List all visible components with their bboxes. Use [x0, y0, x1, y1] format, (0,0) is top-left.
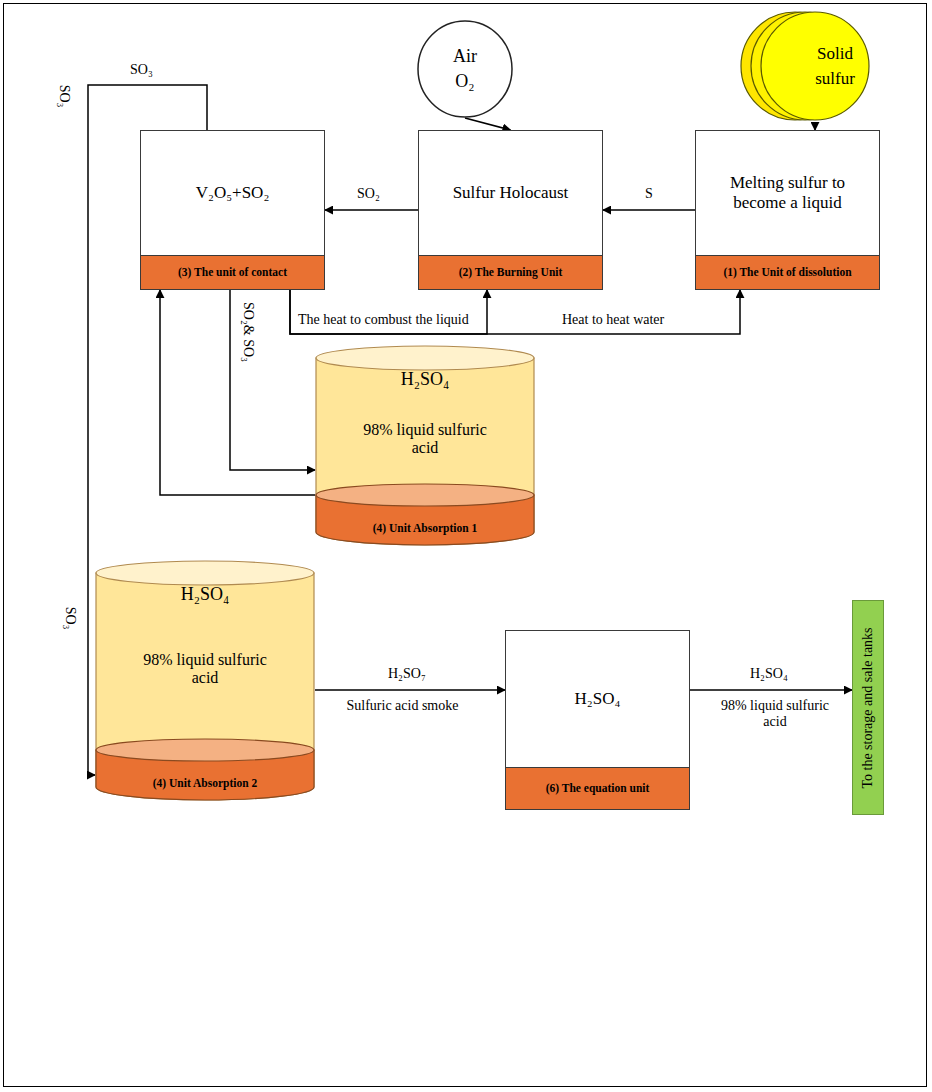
flow-arrow — [690, 689, 852, 691]
absorption-tank: H₂SO₄ 98% liquid sulfuric acid (4) Unit Ab… — [315, 345, 535, 545]
box-title: H₂SO₄ — [575, 689, 621, 709]
unit-name: (2) The Burning Unit — [459, 266, 563, 279]
edge-label: Heat to heat water — [560, 312, 666, 328]
box-title: Sulfur Holocaust — [453, 183, 569, 203]
tank-title-holder: H₂SO₄ — [95, 584, 315, 605]
unit-name: (4) Unit Absorption 2 — [153, 777, 257, 790]
circle-outline — [417, 20, 513, 118]
node-label: Air O₂ — [444, 44, 486, 94]
box-band: (2) The Burning Unit — [419, 255, 602, 289]
edge-label: H₂SO₄ — [748, 666, 790, 682]
tank-band-holder: (4) Unit Absorption 2 — [95, 777, 315, 790]
tank-body-holder: 98% liquid sulfuric acid — [315, 421, 535, 458]
tank-content: 98% liquid sulfuric acid — [350, 421, 500, 458]
node-label: Solid sulfur — [804, 41, 866, 92]
tank-content: 98% liquid sulfuric acid — [130, 651, 280, 688]
flow-arrow — [315, 689, 505, 691]
output-band: To the storage and sale tanks — [852, 600, 884, 815]
unit-name: (1) The Unit of dissolution — [723, 266, 851, 279]
process-box: V₂O₅+SO₂ (3) The unit of contact — [140, 130, 325, 290]
box-band: (6) The equation unit — [506, 767, 689, 809]
sulfur-pile — [740, 10, 870, 122]
box-title: Melting sulfur to become a liquid — [702, 173, 873, 212]
flow-arrow — [603, 209, 695, 211]
box-body: Sulfur Holocaust — [419, 131, 602, 255]
box-title: V₂O₅+SO₂ — [196, 183, 270, 203]
unit-name: (6) The equation unit — [546, 782, 650, 795]
edge-label: SO₃ — [128, 62, 155, 78]
flow-arrow — [325, 209, 418, 211]
flow-arrow — [465, 118, 511, 130]
process-box: H₂SO₄ (6) The equation unit — [505, 630, 690, 810]
edge-label: S — [643, 186, 655, 202]
box-band: (1) The Unit of dissolution — [696, 255, 879, 289]
edge-label: SO₂& SO₃ — [240, 300, 256, 364]
tank-title: H₂SO₄ — [401, 369, 450, 390]
flow-arrow — [814, 122, 816, 130]
tank-title: H₂SO₄ — [181, 584, 230, 605]
edge-label: SO₂ — [355, 186, 382, 202]
box-body: Melting sulfur to become a liquid — [696, 131, 879, 255]
flow-note: Sulfuric acid smoke — [345, 698, 460, 714]
box-band: (3) The unit of contact — [141, 255, 324, 289]
sulfur-text-holder: Solid sulfur — [780, 10, 890, 122]
unit-name: (4) Unit Absorption 1 — [373, 522, 477, 535]
flow-note: SO₃ — [62, 606, 78, 630]
flow-arrow — [160, 290, 315, 495]
input-circle: Solid sulfur — [740, 10, 870, 122]
flow-arrow — [290, 290, 740, 334]
flow-note: SO₃ — [56, 84, 72, 108]
flow-note: 98% liquid sulfuric acid — [715, 698, 835, 730]
input-circle: Air O₂ — [417, 20, 513, 118]
tank-band-holder: (4) Unit Absorption 1 — [315, 522, 535, 535]
circle-text-holder: Air O₂ — [417, 20, 513, 118]
vertical-label: To the storage and sale tanks — [860, 627, 876, 788]
process-box: Melting sulfur to become a liquid (1) The… — [695, 130, 880, 290]
tank-title-holder: H₂SO₄ — [315, 369, 535, 390]
edge-label: H₂SO₇ — [386, 666, 428, 682]
process-box: Sulfur Holocaust (2) The Burning Unit — [418, 130, 603, 290]
flow-arrow — [290, 290, 487, 334]
absorption-tank: H₂SO₄ 98% liquid sulfuric acid (4) Unit Ab… — [95, 560, 315, 800]
unit-name: (3) The unit of contact — [178, 266, 287, 279]
box-body: H₂SO₄ — [506, 631, 689, 767]
edge-label: The heat to combust the liquid — [296, 312, 471, 328]
tank-body-holder: 98% liquid sulfuric acid — [95, 651, 315, 688]
box-body: V₂O₅+SO₂ — [141, 131, 324, 255]
